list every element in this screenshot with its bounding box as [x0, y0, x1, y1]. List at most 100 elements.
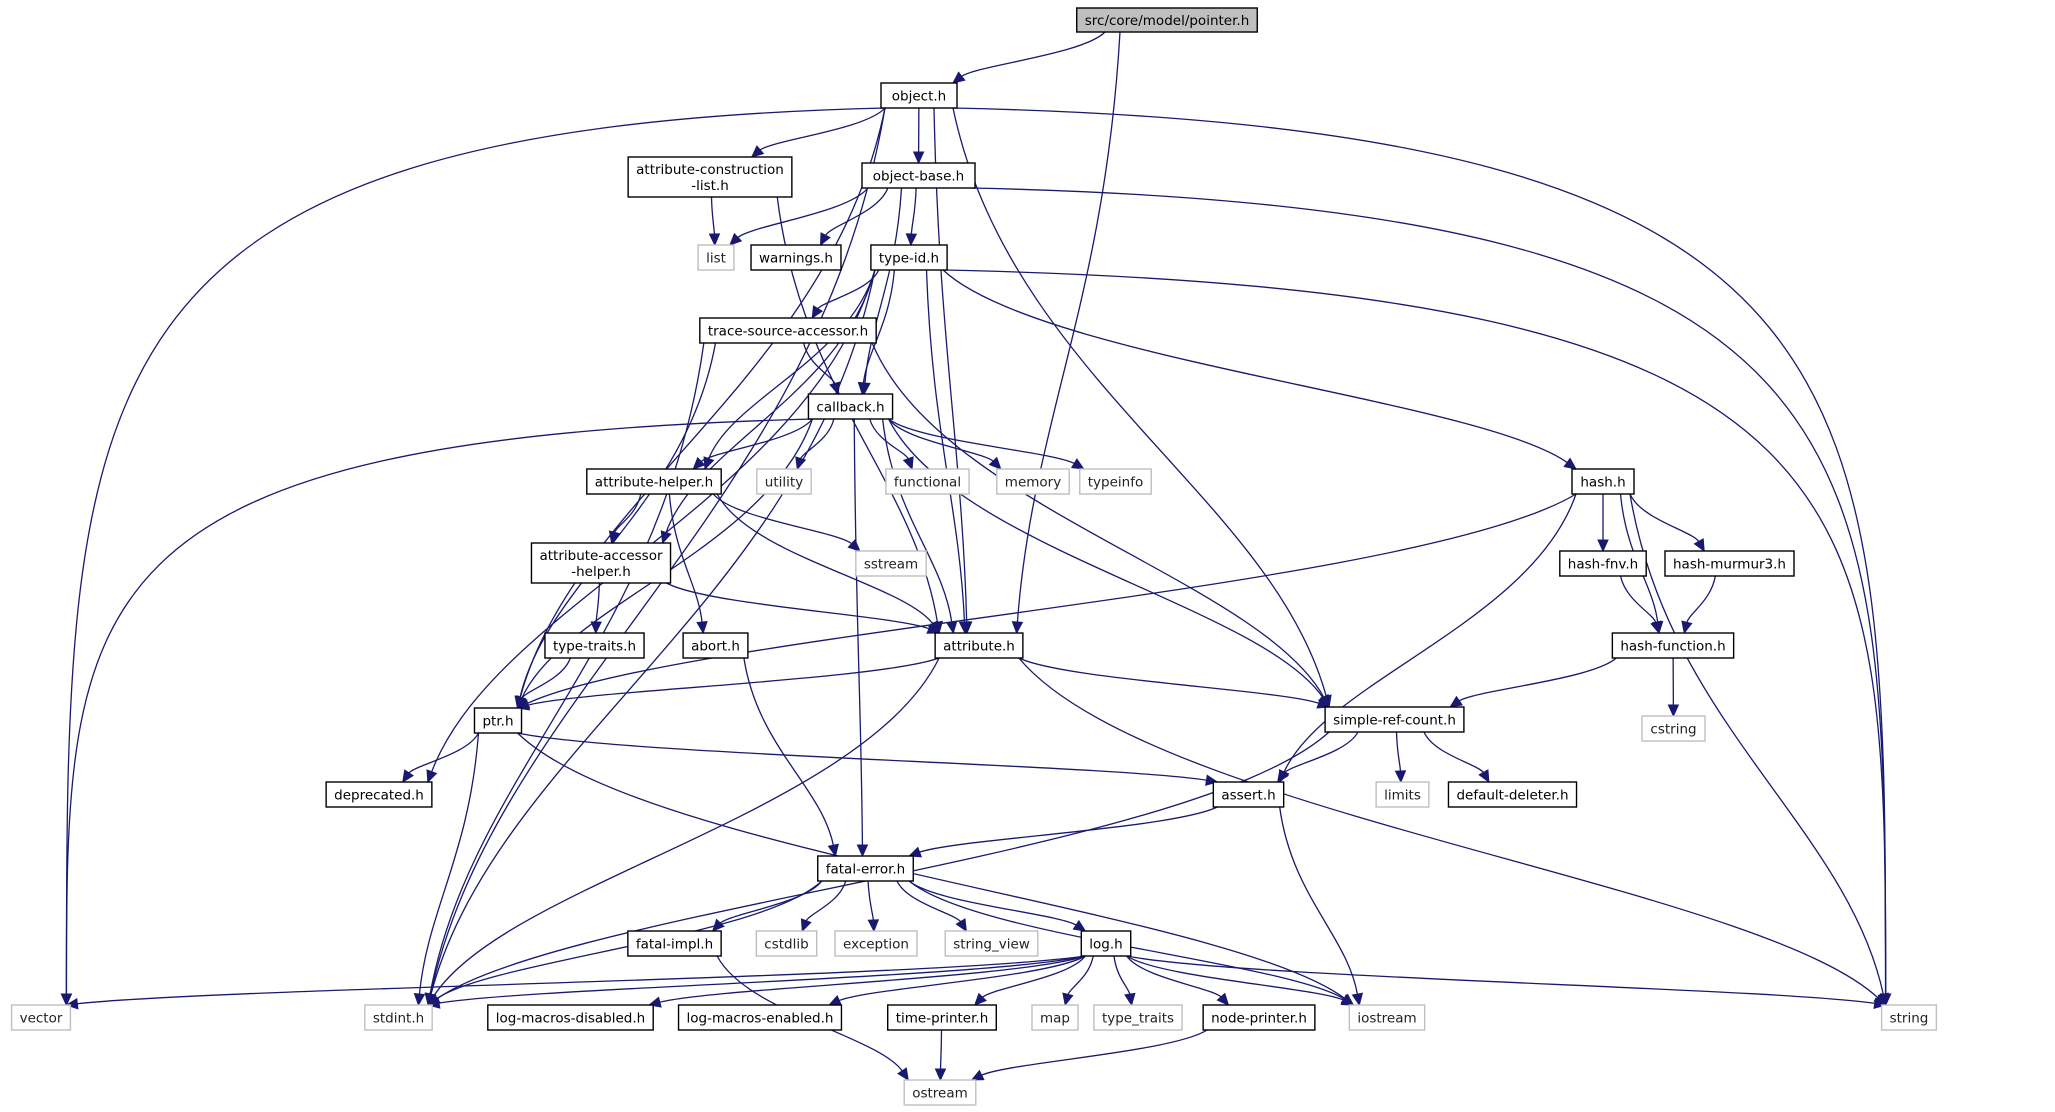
edge-line — [526, 493, 1577, 705]
edge-line — [76, 955, 1086, 1005]
node-hashmurmur[interactable]: hash-murmur3.h — [1664, 550, 1795, 577]
arrowhead-icon — [1563, 457, 1577, 470]
node-fatalimpl[interactable]: fatal-impl.h — [627, 930, 722, 957]
edge-attribute-to-ptr — [516, 657, 940, 711]
node-label: attribute-construction — [636, 162, 784, 178]
edge-line — [853, 418, 864, 847]
node-label: map — [1040, 1011, 1070, 1027]
node-label: functional — [894, 475, 961, 491]
node-label: default-deleter.h — [1456, 788, 1568, 804]
node-label: sstream — [864, 557, 918, 573]
node-logen[interactable]: log-macros-enabled.h — [677, 1004, 843, 1031]
node-defdeleter[interactable]: default-deleter.h — [1447, 781, 1578, 808]
node-label: utility — [765, 475, 803, 491]
edge-callback-to-fatalerror — [853, 418, 869, 858]
edge-callback-to-utility — [795, 418, 835, 471]
edge-line — [824, 187, 889, 237]
node-warnings[interactable]: warnings.h — [750, 244, 842, 271]
edge-line — [736, 187, 869, 239]
node-label: hash-fnv.h — [1568, 557, 1638, 573]
edge-simpleref-to-assert — [1277, 731, 1359, 783]
node-hash[interactable]: hash.h — [1571, 468, 1635, 495]
edge-line — [1126, 955, 1345, 1002]
node-attraccess[interactable]: attribute-accessor-helper.h — [530, 542, 672, 584]
node-callback[interactable]: callback.h — [807, 393, 894, 420]
edge-line — [707, 269, 876, 460]
edge-line — [802, 342, 836, 385]
node-attrhelper[interactable]: attribute-helper.h — [586, 468, 722, 495]
node-timeprinter[interactable]: time-printer.h — [887, 1004, 997, 1031]
edge-callback-to-functional — [869, 418, 914, 471]
edge-line — [520, 657, 571, 700]
edge-line — [881, 418, 953, 624]
edge-line — [716, 493, 935, 626]
arrowhead-icon — [65, 997, 79, 1010]
node-pointer[interactable]: src/core/model/pointer.h — [1076, 7, 1258, 33]
edge-fatalerror-to-cstdlib — [800, 880, 847, 933]
edge-ptr-to-stdint — [413, 732, 480, 1007]
edge-line — [666, 582, 931, 630]
edge-line — [939, 1029, 943, 1071]
node-hashfnv[interactable]: hash-fnv.h — [1559, 550, 1647, 577]
arrowhead-icon — [1277, 769, 1289, 783]
arrowhead-icon — [897, 1067, 909, 1082]
edge-line — [65, 418, 813, 996]
edge-line — [918, 806, 1218, 854]
arrowhead-icon — [847, 538, 861, 552]
node-label: src/core/model/pointer.h — [1085, 13, 1250, 29]
arrowhead-icon — [1667, 704, 1680, 718]
edge-attrhelper-to-sstream — [712, 493, 861, 552]
node-abort[interactable]: abort.h — [682, 632, 749, 659]
edge-line — [526, 657, 940, 706]
edge-line — [1619, 575, 1657, 624]
edge-callback-to-attribute — [881, 418, 958, 635]
node-nodeprinter[interactable]: node-printer.h — [1202, 1004, 1316, 1031]
edge-typeid-to-callback — [857, 269, 896, 396]
node-label: vector — [20, 1011, 63, 1027]
node-typetraitsh[interactable]: type-traits.h — [544, 632, 645, 659]
node-fatalerror[interactable]: fatal-error.h — [817, 855, 914, 882]
node-label: node-printer.h — [1211, 1011, 1307, 1027]
edge-ptr-to-iostream — [517, 732, 1355, 1006]
edge-attribute-to-simpleref — [1018, 657, 1331, 709]
node-label: type-traits.h — [553, 639, 636, 655]
node-label: assert.h — [1221, 788, 1275, 804]
node-objbase[interactable]: object-base.h — [861, 162, 976, 189]
node-exception: exception — [834, 930, 918, 957]
node-deprecated[interactable]: deprecated.h — [325, 781, 433, 808]
edge-line — [758, 107, 886, 152]
node-label: time-printer.h — [896, 1011, 989, 1027]
arrowhead-icon — [1681, 620, 1693, 635]
edge-attrhelper-to-attraccess — [608, 493, 642, 545]
arrowhead-icon — [828, 995, 843, 1006]
node-type_traits: type_traits — [1093, 1004, 1183, 1031]
node-label: hash.h — [1580, 475, 1625, 491]
node-iostream: iostream — [1348, 1004, 1426, 1031]
arrowhead-icon — [708, 233, 721, 247]
edge-line — [970, 187, 1887, 996]
edge-line — [519, 107, 886, 699]
edge-assert-to-fatalerror — [908, 806, 1218, 858]
node-attrconst[interactable]: attribute-construction-list.h — [627, 156, 793, 198]
edge-line — [1395, 731, 1402, 773]
node-typeid[interactable]: type-id.h — [870, 244, 948, 271]
edge-line — [432, 657, 940, 997]
node-object[interactable]: object.h — [880, 82, 958, 109]
node-log[interactable]: log.h — [1080, 930, 1132, 957]
node-tsa[interactable]: trace-source-accessor.h — [699, 317, 877, 344]
node-string: string — [1880, 1004, 1938, 1031]
node-assert[interactable]: assert.h — [1212, 781, 1285, 808]
edge-objbase-to-warnings — [819, 187, 889, 247]
edge-line — [1018, 657, 1879, 999]
node-list: list — [697, 244, 735, 271]
node-ptr[interactable]: ptr.h — [473, 707, 523, 734]
node-label: attribute-helper.h — [595, 475, 713, 491]
node-simpleref[interactable]: simple-ref-count.h — [1324, 706, 1465, 733]
arrowhead-icon — [703, 456, 715, 471]
edge-line — [658, 955, 1086, 1004]
node-hashfunc[interactable]: hash-function.h — [1611, 632, 1735, 659]
node-label: log.h — [1089, 937, 1122, 953]
node-logdis[interactable]: log-macros-disabled.h — [487, 1004, 654, 1031]
node-attribute[interactable]: attribute.h — [934, 632, 1024, 659]
node-label: log-macros-disabled.h — [496, 1011, 645, 1027]
